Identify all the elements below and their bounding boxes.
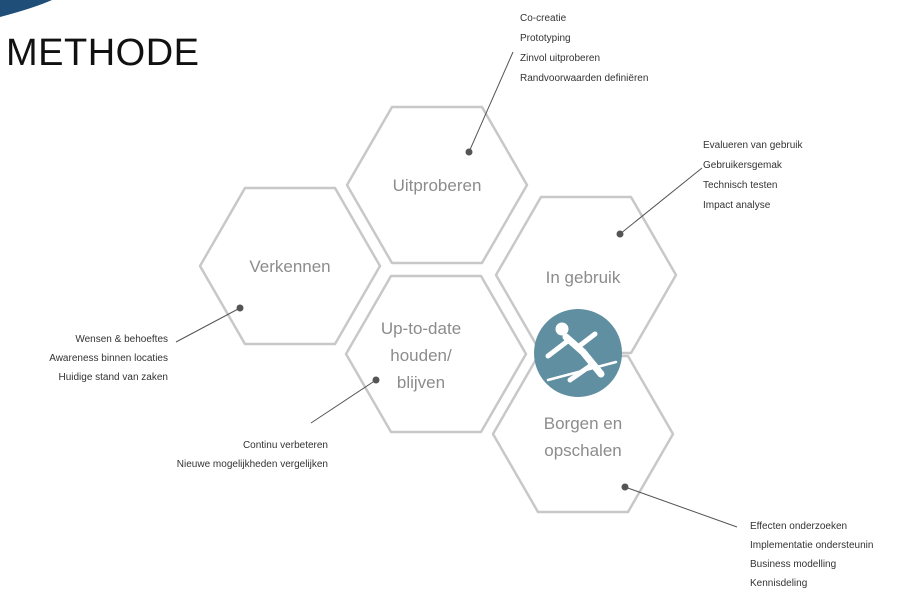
hex-label-line: Uitproberen	[393, 176, 482, 195]
hex-uitproberen	[345, 105, 529, 265]
hex-label-line: In gebruik	[546, 268, 621, 287]
hex-label-line: Verkennen	[249, 257, 330, 276]
connector-dot-borgen	[621, 483, 629, 491]
connector-up-to-date	[310, 379, 377, 424]
note-item: Technisch testen	[703, 180, 778, 191]
hex-label-uitproberen: Uitproberen	[393, 176, 482, 195]
note-item: Zinvol uitproberen	[520, 53, 601, 64]
hex-label-up-to-date: Up-to-date houden/blijven	[381, 319, 461, 392]
connector-borgen	[624, 486, 738, 528]
connector-dot-verkennen	[236, 304, 244, 312]
note-item: Continu verbeteren	[242, 440, 328, 451]
note-item: Nieuwe mogelijkheden vergelijken	[176, 459, 328, 470]
note-item: Business modelling	[750, 559, 837, 570]
corner-accent	[0, 0, 52, 17]
hex-label-verkennen: Verkennen	[249, 257, 330, 276]
hex-label-line: Borgen en	[544, 414, 622, 433]
hex-label-line: opschalen	[544, 441, 622, 460]
connector-dot-up-to-date	[372, 376, 380, 384]
note-item: Impact analyse	[703, 200, 771, 211]
hex-label-in-gebruik: In gebruik	[546, 268, 621, 287]
hex-label-borgen: Borgen en opschalen	[544, 414, 622, 460]
note-item: Kennisdeling	[750, 578, 808, 589]
connector-uitproberen	[468, 51, 514, 153]
falling-person-icon	[534, 309, 622, 397]
note-item: Implementatie ondersteunin	[750, 540, 874, 551]
note-item: Wensen & behoeftes	[75, 334, 168, 345]
note-item: Gebruikersgemak	[703, 160, 782, 171]
note-item: Randvoorwaarden definiëren	[520, 73, 649, 84]
hex-verkennen	[198, 186, 382, 346]
note-item: Awareness binnen locaties	[49, 353, 168, 364]
connector-in-gebruik	[619, 167, 703, 235]
hex-label-line: blijven	[397, 373, 445, 392]
note-item: Prototyping	[520, 33, 571, 44]
connector-dot-in-gebruik	[616, 230, 624, 238]
page-title: METHODE	[6, 32, 200, 74]
note-item: Evalueren van gebruik	[703, 140, 803, 151]
connector-dot-uitproberen	[465, 148, 473, 156]
hex-up-to-date	[344, 274, 528, 434]
connector-verkennen	[175, 307, 241, 343]
hex-label-line: houden/	[390, 346, 452, 365]
hex-label-line: Up-to-date	[381, 319, 461, 338]
note-item: Co-creatie	[520, 13, 567, 24]
note-item: Effecten onderzoeken	[750, 521, 848, 532]
note-item: Huidige stand van zaken	[58, 372, 168, 383]
